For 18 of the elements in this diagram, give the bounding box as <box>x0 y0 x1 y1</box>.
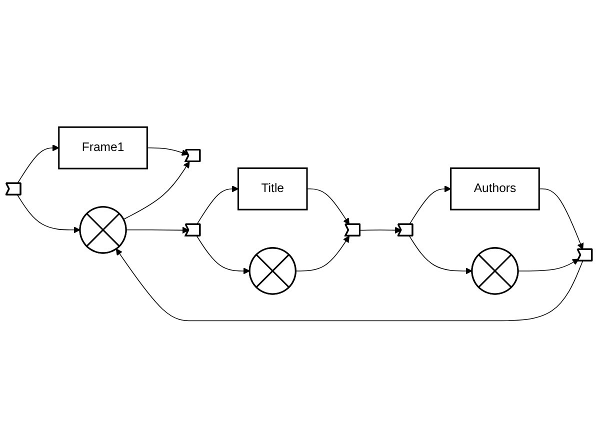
arrow <box>306 188 350 225</box>
arrow <box>538 188 584 250</box>
node-box: Title <box>237 167 308 210</box>
arrow <box>196 236 250 274</box>
arrow <box>295 236 350 272</box>
arrow <box>116 248 584 322</box>
arrow <box>196 186 239 225</box>
node-box: Frame1 <box>58 126 148 170</box>
arrow <box>360 226 402 234</box>
arrow <box>17 144 60 184</box>
arrow <box>518 258 580 272</box>
arrow <box>408 186 452 225</box>
arrow <box>146 148 188 156</box>
node-box: Authors <box>450 167 540 210</box>
arrow <box>123 161 190 220</box>
arrow <box>126 226 190 234</box>
arrow <box>408 236 472 274</box>
arrow <box>17 194 80 234</box>
